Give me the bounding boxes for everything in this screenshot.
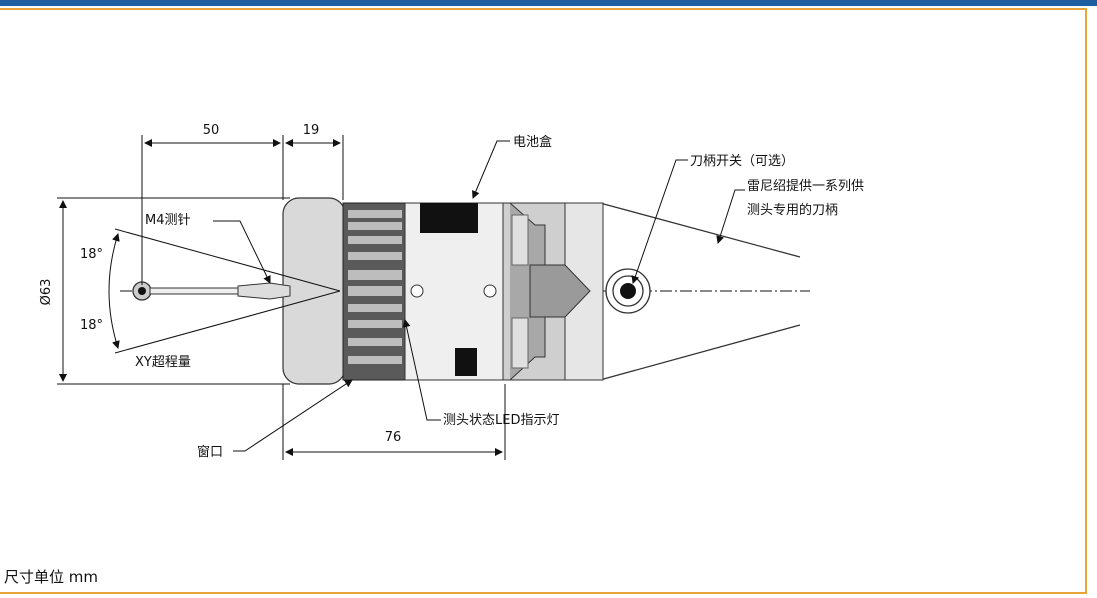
label-led: 测头状态LED指示灯	[443, 413, 559, 428]
label-battery: 电池盒	[513, 134, 552, 150]
figure-frame	[0, 8, 1087, 594]
dim-diameter: Ø63	[39, 279, 54, 306]
angle-upper: 18°	[80, 247, 103, 262]
label-window: 窗口	[197, 444, 223, 460]
label-shank-1: 雷尼绍提供一系列供	[747, 178, 864, 194]
battery-cassette	[420, 203, 478, 233]
label-shank-2: 测头专用的刀柄	[747, 202, 838, 218]
label-stylus: M4测针	[145, 213, 191, 228]
angle-lower: 18°	[80, 318, 103, 333]
units-caption: 尺寸单位 mm	[4, 568, 98, 586]
dim-76: 76	[385, 430, 402, 445]
probe-window-cap	[282, 197, 346, 385]
top-bar	[0, 0, 1097, 6]
dim-50: 50	[203, 123, 220, 138]
probe-body	[282, 197, 591, 385]
dim-19: 19	[303, 123, 320, 138]
stylus	[132, 281, 291, 301]
label-overtravel: XY超程量	[135, 355, 191, 370]
label-switch: 刀柄开关（可选）	[690, 154, 794, 169]
